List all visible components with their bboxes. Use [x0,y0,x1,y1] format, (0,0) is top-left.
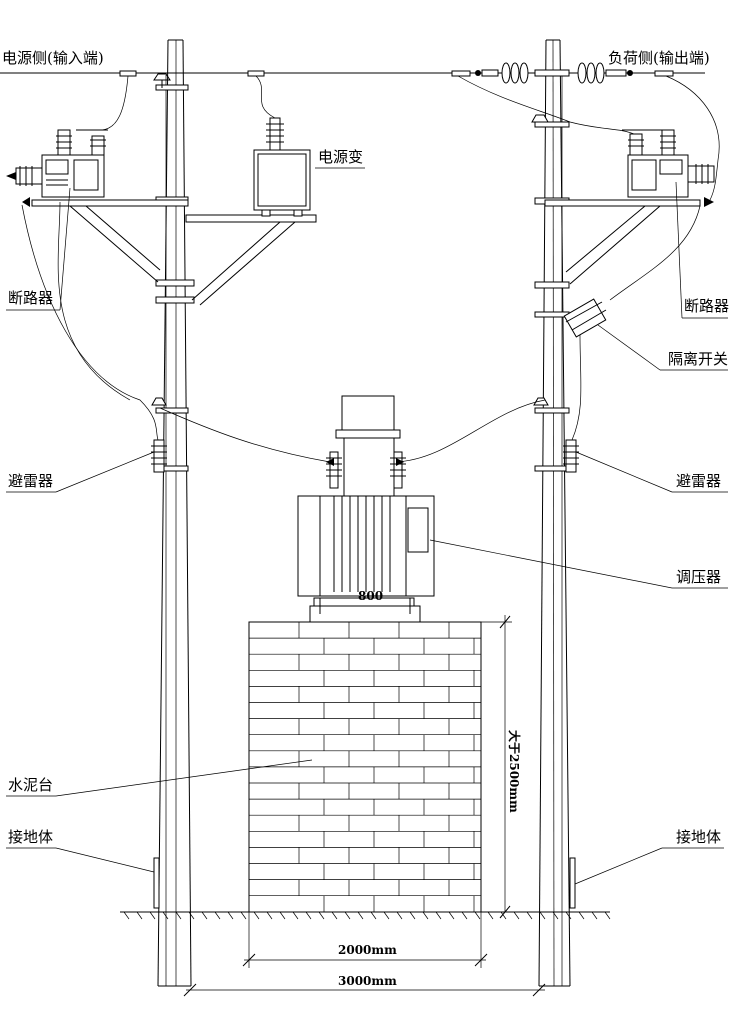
platform-width-label: 2000mm [338,943,397,957]
ground-hatch-mark [331,911,338,920]
concrete-platform [248,621,482,913]
label-power-transformer: 电源变 [318,148,363,166]
label-breaker-left: 断路器 [8,289,53,307]
ground-hatch-mark [435,911,442,920]
ground-hatch-mark [370,911,377,920]
ground-hatch-mark [344,911,351,920]
breaker-right [622,129,715,207]
ground-electrode-left [153,857,160,909]
pole-spacing-label: 3000mm [338,974,397,988]
ground-hatch-mark [201,911,208,920]
right-pole [538,39,571,987]
ground-hatch-mark [448,911,455,920]
platform-width-dimension [242,912,488,968]
label-concrete: 水泥台 [8,776,53,794]
left-pole-clamps [155,84,195,472]
nameplate-value: 800 [358,589,383,603]
label-arrester-right: 避雷器 [676,472,721,490]
ground-hatch-mark [422,911,429,920]
ground-hatch-mark [149,911,156,920]
height-dimension-label: 大于2500mm [507,730,522,813]
ground-hatch-mark [305,911,312,920]
label-load-side: 负荷侧(输出端) [608,49,710,67]
arrester-left [151,397,167,473]
ground-hatch-mark [604,911,611,920]
ground-hatch-mark [214,911,221,920]
ground-hatch-mark [266,911,273,920]
ground-hatch-mark [136,911,143,920]
ground-hatch-mark [487,911,494,920]
ground-hatch-mark [578,911,585,920]
ground-hatch-mark [188,911,195,920]
ground-line [120,911,611,920]
ground-hatch-mark [474,911,481,920]
breaker-left [6,129,108,207]
label-arrester-left: 避雷器 [8,472,53,490]
right-pole-clamps [534,69,570,472]
ground-hatch-mark [279,911,286,920]
ground-hatch-mark [565,911,572,920]
ground-hatch-mark [513,911,520,920]
label-ground-right: 接地体 [676,828,721,846]
ground-hatch-mark [253,911,260,920]
label-voltage-regulator: 调压器 [676,568,721,586]
ground-hatch-mark [292,911,299,920]
left-crossarm [31,199,317,306]
ground-hatch-mark [396,911,403,920]
height-dimension [481,615,512,919]
label-ground-left: 接地体 [8,828,53,846]
ground-hatch-mark [552,911,559,920]
ground-hatch-mark [357,911,364,920]
ground-hatch-mark [591,911,598,920]
ground-hatch-mark [175,911,182,920]
ground-hatch-mark [240,911,247,920]
ground-hatch-mark [318,911,325,920]
voltage-regulator [297,395,435,623]
power-transformer [253,117,311,217]
label-source-side: 电源侧(输入端) [2,49,104,67]
strain-insulators-right [475,62,633,84]
pole-spacing-dimension [183,983,546,997]
label-isolating-switch: 隔离开关 [668,350,728,368]
ground-hatch-mark [461,911,468,920]
right-crossarm [544,199,701,285]
ground-electrode-right [569,857,576,909]
ground-hatch-mark [383,911,390,920]
pin-insulator-left [153,73,171,88]
arrester-right [531,114,579,473]
ground-hatch-mark [162,911,169,920]
left-pole [157,39,192,987]
ground-hatch-mark [409,911,416,920]
wiring [21,75,720,463]
label-breaker-right: 断路器 [684,297,729,315]
ground-hatch-mark [123,911,130,920]
leader-lines [6,167,728,885]
ground-hatch-mark [539,911,546,920]
ground-hatch-mark [526,911,533,920]
ground-hatch-mark [227,911,234,920]
isolating-switch [563,298,607,338]
ground-hatch-mark [500,911,507,920]
line-connectors [119,70,674,77]
